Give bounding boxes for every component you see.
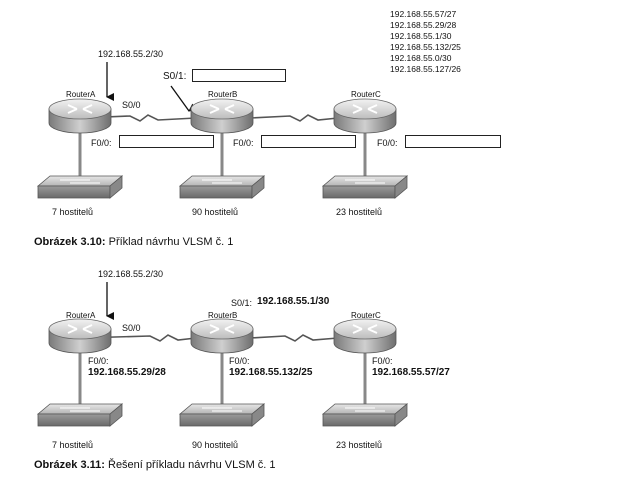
router-icon	[48, 318, 112, 354]
s0-1-answer-box[interactable]	[192, 69, 286, 82]
router-b-name: RouterB	[208, 311, 238, 320]
f0-0-value-a: 192.168.55.29/28	[88, 367, 166, 378]
f0-0-label-c: F0/0:	[377, 138, 398, 148]
router-b-name: RouterB	[208, 90, 238, 99]
hosts-label-c: 23 hostitelů	[336, 207, 383, 217]
address-item: 192.168.55.0/30	[390, 53, 452, 63]
f0-0-answer-box-a[interactable]	[119, 135, 214, 148]
s0-0-label: S0/0	[122, 100, 141, 110]
switch-icon	[36, 403, 124, 427]
s0-1-value: 192.168.55.1/30	[257, 296, 330, 307]
wan-address-label: 192.168.55.2/30	[98, 269, 164, 279]
router-icon	[333, 98, 397, 134]
wan-address-label: 192.168.55.2/30	[98, 49, 164, 59]
s0-1-label: S0/1:	[231, 298, 253, 308]
caption-label: Obrázek 3.10:	[34, 236, 106, 248]
switch-icon	[178, 175, 266, 199]
s0-1-arrow	[170, 85, 198, 112]
router-icon	[190, 98, 254, 134]
f0-0-label-c: F0/0:	[372, 356, 393, 366]
s0-1-label: S0/1:	[163, 71, 187, 82]
f0-0-value-c: 192.168.55.57/27	[372, 367, 450, 378]
hosts-label-a: 7 hostitelů	[52, 440, 94, 450]
caption-text: Řešení příkladu návrhu VLSM č. 1	[104, 459, 276, 471]
address-item: 192.168.55.29/28	[390, 20, 457, 30]
switch-icon	[321, 403, 409, 427]
router-a-name: RouterA	[66, 90, 96, 99]
f0-0-label-b: F0/0:	[233, 138, 254, 148]
serial-link-a-b	[79, 114, 197, 122]
f0-0-answer-box-b[interactable]	[261, 135, 356, 148]
switch-icon	[178, 403, 266, 427]
switch-icon	[36, 175, 124, 199]
hosts-label-b: 90 hostitelů	[192, 440, 239, 450]
serial-link-a-b	[79, 334, 197, 342]
switch-icon	[321, 175, 409, 199]
serial-link-b-c	[249, 334, 339, 342]
s0-0-label: S0/0	[122, 323, 141, 333]
address-item: 192.168.55.1/30	[390, 31, 452, 41]
router-icon	[48, 98, 112, 134]
serial-link-b-c	[249, 114, 339, 122]
f0-0-label-a: F0/0:	[91, 138, 112, 148]
router-c-name: RouterC	[351, 311, 381, 320]
router-icon	[333, 318, 397, 354]
f0-0-answer-box-c[interactable]	[405, 135, 501, 148]
f0-0-value-b: 192.168.55.132/25	[229, 367, 313, 378]
hosts-label-b: 90 hostitelů	[192, 207, 239, 217]
hosts-label-c: 23 hostitelů	[336, 440, 383, 450]
address-item: 192.168.55.132/25	[390, 42, 461, 52]
figure-caption: Obrázek 3.11: Řešení příkladu návrhu VLS…	[34, 459, 276, 471]
caption-label: Obrázek 3.11:	[34, 459, 105, 471]
router-c-name: RouterC	[351, 90, 381, 99]
figure-caption: Obrázek 3.10: Příklad návrhu VLSM č. 1	[34, 236, 233, 248]
f0-0-label-b: F0/0:	[229, 356, 250, 366]
address-item: 192.168.55.57/27	[390, 9, 457, 19]
router-icon	[190, 318, 254, 354]
f0-0-label-a: F0/0:	[88, 356, 109, 366]
hosts-label-a: 7 hostitelů	[52, 207, 94, 217]
address-item: 192.168.55.127/26	[390, 64, 461, 74]
address-list: 192.168.55.57/27 192.168.55.29/28 192.16…	[390, 9, 461, 75]
caption-text: Příklad návrhu VLSM č. 1	[105, 236, 234, 248]
router-a-name: RouterA	[66, 311, 96, 320]
